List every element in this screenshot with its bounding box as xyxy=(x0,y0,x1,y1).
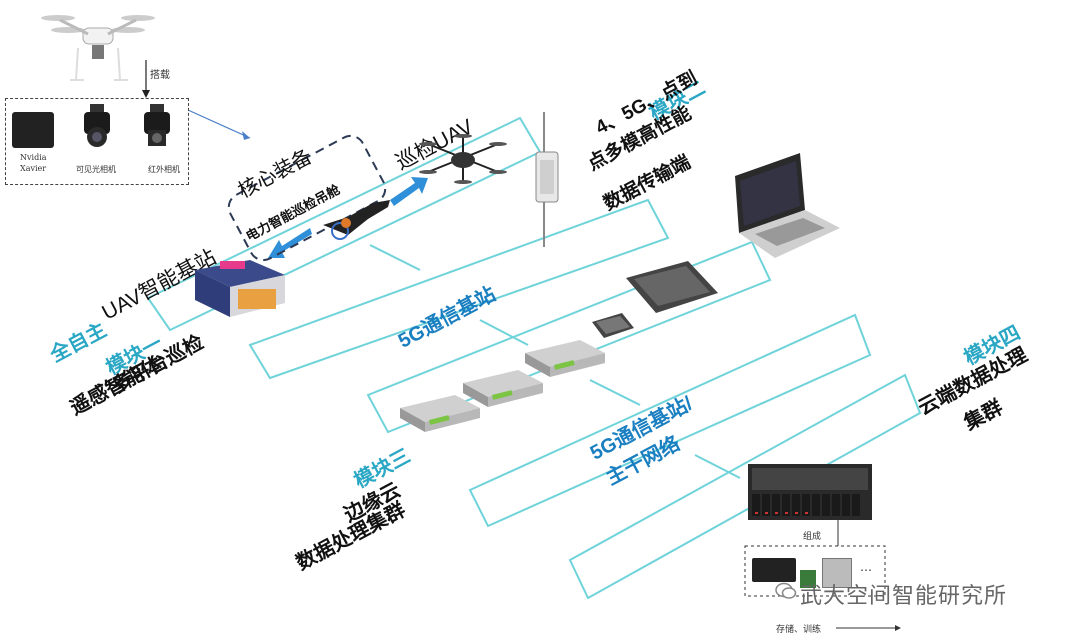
cell-tower-icon xyxy=(530,112,566,247)
core-equipment-box xyxy=(227,134,387,262)
rack-server-icon xyxy=(746,462,874,522)
hardware-label-visible: 可见光相机 xyxy=(76,165,116,174)
band-backbone xyxy=(468,313,872,528)
visible-camera-icon xyxy=(80,104,114,150)
gpu-server-icon xyxy=(458,365,548,410)
storage-label: 存储、训练 xyxy=(776,625,822,635)
tablet-icon xyxy=(618,258,723,316)
band-module4 xyxy=(568,373,922,600)
band-module3 xyxy=(366,240,772,434)
robotic-arm-icon xyxy=(318,195,398,250)
gpu-server-icon xyxy=(395,390,485,435)
laptop-icon xyxy=(725,148,845,263)
wechat-icon xyxy=(775,582,797,600)
compose-label: 组成 xyxy=(803,532,822,542)
ellipsis-label: … xyxy=(860,560,872,574)
base-station-machine-icon xyxy=(190,255,290,320)
quadcopter-icon xyxy=(418,132,508,192)
hardware-box xyxy=(5,98,189,185)
phone-icon xyxy=(588,310,638,340)
transfer-arrows xyxy=(268,177,428,258)
band-5g xyxy=(248,198,670,380)
mount-label: 搭载 xyxy=(150,70,170,81)
connector-line xyxy=(187,109,251,139)
server-group-box xyxy=(744,545,886,597)
hardware-label-xavier: Xavier xyxy=(20,164,47,173)
memory-stick-icon xyxy=(800,570,816,588)
hardware-label-infrared: 红外相机 xyxy=(148,165,180,174)
gpu-card-icon xyxy=(752,558,796,582)
cpu-chip-icon xyxy=(822,558,852,588)
watermark-text: 武大空间智能研究所 xyxy=(800,583,1008,608)
gpu-server-icon xyxy=(520,335,610,380)
infrared-camera-icon xyxy=(140,104,174,150)
nvidia-xavier-icon xyxy=(12,112,54,148)
hardware-label-nvidia: Nvidia xyxy=(20,153,47,162)
drone-icon xyxy=(38,10,158,85)
